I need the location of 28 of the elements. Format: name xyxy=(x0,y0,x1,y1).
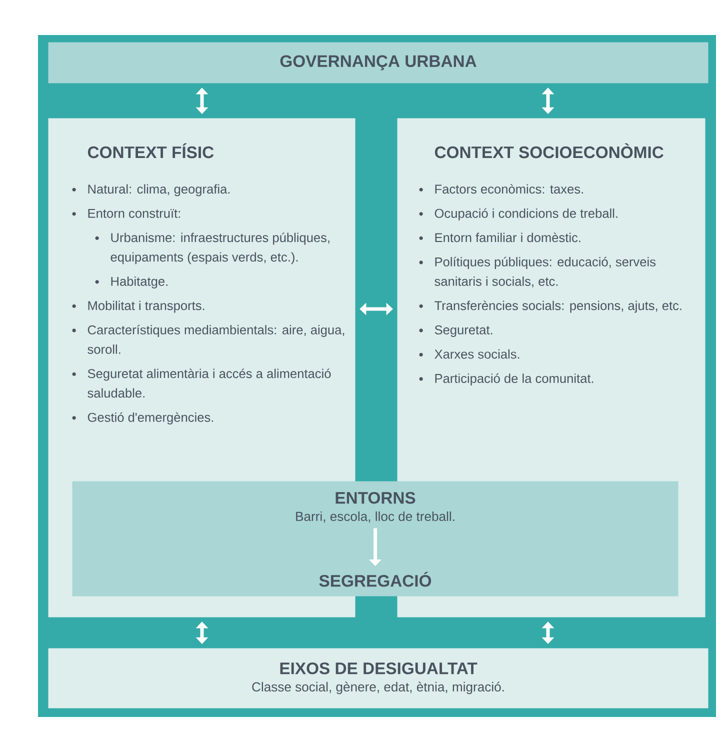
heading: CONTEXT FÍSIC xyxy=(88,143,214,158)
list-item: Participació de la comunitat. xyxy=(419,373,594,386)
panel xyxy=(72,481,678,596)
list-item: Entorn familiar i domèstic. xyxy=(419,232,580,242)
list-item: Xarxes socials. xyxy=(419,349,520,359)
list-item: Factors econòmics: taxes. xyxy=(419,184,583,194)
list-item: Seguretat. xyxy=(419,325,492,337)
list-item: Característiques mediambientals: aire, aigua, soroll. xyxy=(72,324,344,354)
arrow xyxy=(196,88,208,114)
footer-band: EIXOS DE DESIGUALTAT Classe social, gènere, edat, ètnia, migració. xyxy=(48,648,708,708)
list-item: Ocupació i condicions de treball. xyxy=(419,208,618,220)
heading: SEGREGACIÓ xyxy=(319,572,432,587)
list-item: Urbanisme: infraestructures públiques, equipaments (espais verds, etc.). xyxy=(95,232,330,264)
heading: CONTEXT SOCIOECONÒMIC xyxy=(434,143,664,158)
heading: ENTORNS Barri, escola, lloc de treball. xyxy=(296,492,454,523)
list-item: Transferències socials: pensions, ajuts, etc. xyxy=(419,300,682,313)
arrow xyxy=(360,302,393,316)
arrow xyxy=(196,622,208,644)
list-item: Seguretat alimentària i accés a alimentació saludable. xyxy=(72,368,331,398)
title-band: GOVERNANÇA URBANA xyxy=(48,42,708,84)
list-item: Gestió d'emergències. xyxy=(72,412,214,424)
list-item: Natural: clima, geografia. xyxy=(72,184,230,196)
list-item: Entorn construït: xyxy=(72,208,180,218)
arrow xyxy=(542,88,554,114)
arrow xyxy=(542,622,554,644)
list-item: Mobilitat i transports. xyxy=(72,300,204,313)
list-item: Habitatge. xyxy=(95,276,168,288)
list-item: Polítiques públiques: educació, serveis sanitaris i socials, etc. xyxy=(419,256,656,288)
